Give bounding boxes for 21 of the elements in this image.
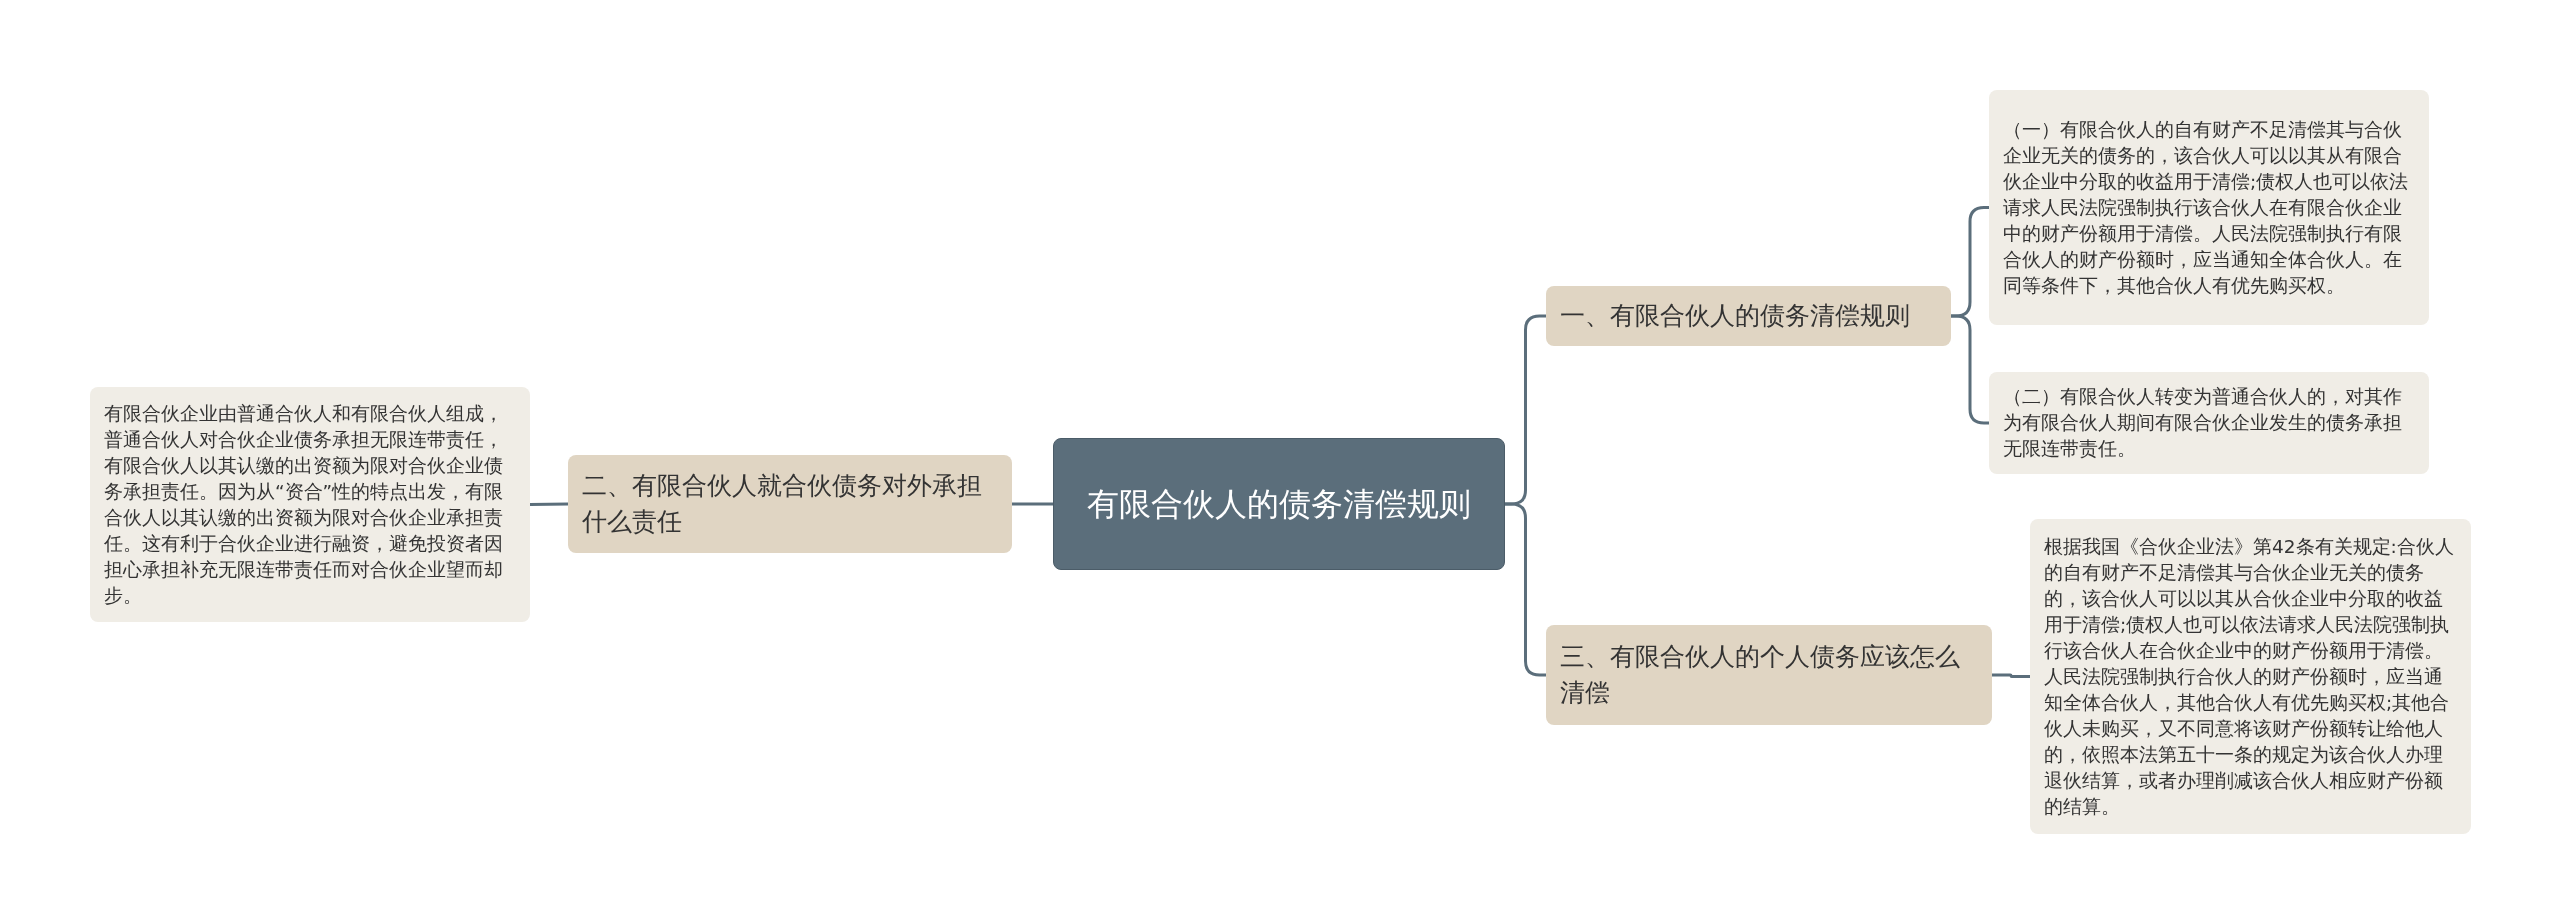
branch-topic-box [1546,286,1951,346]
connector-line [529,502,569,506]
topic-text: （一）有限合伙人的自有财产不足清偿其与合伙企业无关的债务的，该合伙人可以以其从有限合伙企业中分取的收益用于清偿;债权人也可以依法请求人民法院强制执行该合伙人在有限合伙企业中的财产份额用于清偿。人民法院强制执行有限合伙人的财产份额时，应当通知全体合伙人。在同等条件下，其他合伙人有优先购买权。 [2003,117,2410,298]
detail-note-box [1989,372,2429,474]
connector-line [1992,673,2030,678]
central-topic-box [1053,438,1505,570]
topic-text: 一、有限合伙人的债务清偿规则 [1560,300,1911,332]
topic-text: 三、有限合伙人的个人债务应该怎么清偿 [1560,641,1961,709]
branch-topic-box [568,455,1012,553]
branch-topic-box [1546,625,1992,725]
connector-line [1505,502,1546,677]
topic-text: 二、有限合伙人就合伙债务对外承担什么责任 [582,470,983,538]
connector-line [1012,502,1053,506]
connector-line [1951,314,1989,425]
detail-note-box [90,387,530,622]
detail-note-box [2030,519,2471,834]
topic-text: 根据我国《合伙企业法》第42条有关规定:合伙人的自有财产不足清偿其与合伙企业无关的债务的，该合伙人可以以其从合伙企业中分取的收益用于清偿;债权人也可以依法请求人民法院强制执行该合伙人在合伙企业中的财产份额用于清偿。人民法院强制执行合伙人的财产份额时，应当通知全体合伙人，其他合伙人有优先购买权;其他合伙人未购买，又不同意将该财产份额转让给他人的，依照本法第五十一条的规定为该合伙人办理退伙结算，或者办理削减该合伙人相应财产份额的结算。 [2044,534,2455,819]
topic-text: （二）有限合伙人转变为普通合伙人的，对其作为有限合伙人期间有限合伙企业发生的债务承担无限连带责任。 [2003,385,2403,461]
topic-text: 有限合伙企业由普通合伙人和有限合伙人组成，普通合伙人对合伙企业债务承担无限连带责任，有限合伙人以其认缴的出资额为限对合伙企业债务承担责任。因为从“资合”性的特点出发，有限合伙人以其认缴的出资额为限对合伙企业承担责任。这有利于合伙企业进行融资，避免投资者因担心承担补充无限连带责任而对合伙企业望而却步。 [104,401,505,608]
topic-text: 有限合伙人的债务清偿规则 [1086,484,1472,525]
detail-note-box [1989,90,2429,325]
